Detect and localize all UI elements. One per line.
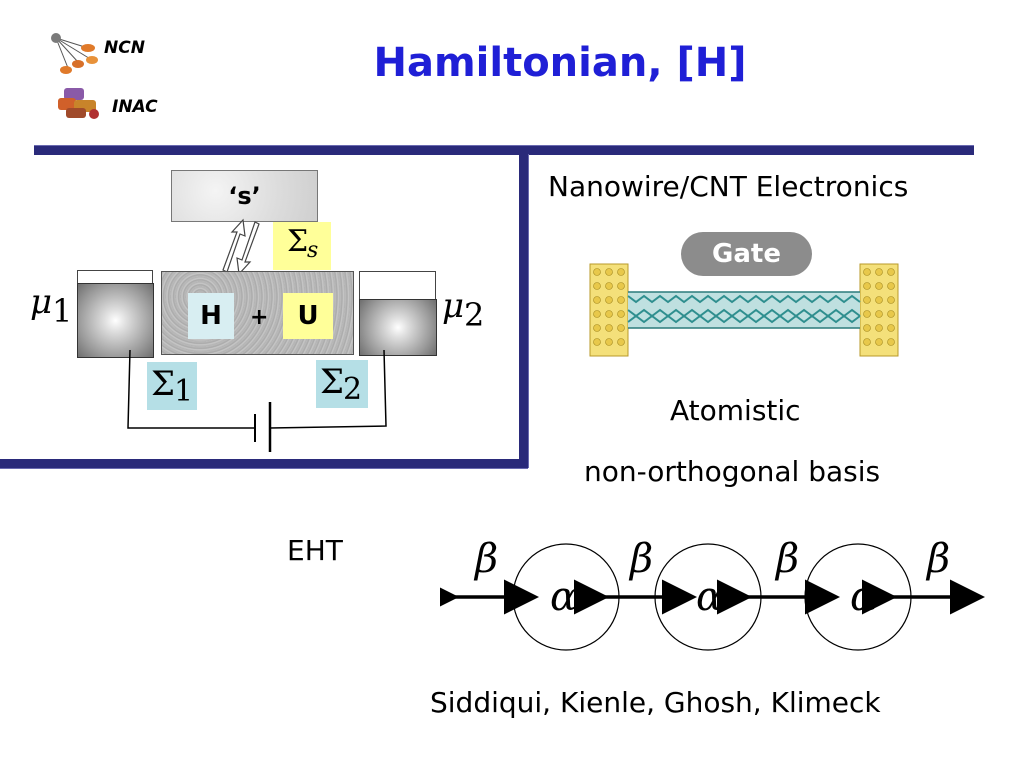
basis-label: non-orthogonal basis: [584, 455, 881, 488]
sigma1-symbol: Σ: [151, 364, 176, 404]
contact1: [77, 283, 154, 358]
alpha-1: α: [550, 574, 578, 620]
contact2: [359, 299, 437, 356]
sigma1-subscript: 1: [174, 374, 194, 409]
s-scattering-box: ‘s’: [171, 170, 318, 222]
mu2-symbol: μ: [442, 286, 465, 326]
contact2-top: [359, 271, 436, 301]
ncn-logo-icon: [51, 33, 98, 74]
sigma1-box: Σ 1: [147, 362, 197, 410]
cnt-illustration: [589, 263, 899, 357]
inac-logo: [54, 84, 104, 122]
gate-pill: Gate: [681, 232, 812, 276]
beta-2: β: [630, 536, 654, 582]
beta-1: β: [475, 536, 499, 582]
ncn-logo: [48, 30, 104, 76]
sigma2-symbol: Σ: [320, 362, 345, 402]
gate-label: Gate: [712, 239, 781, 269]
mu1-symbol: μ: [30, 282, 53, 322]
mu2-subscript: 2: [464, 296, 485, 334]
sigma-s-symbol: Σ: [287, 224, 309, 259]
nanowire-heading: Nanowire/CNT Electronics: [548, 170, 909, 203]
mu1-subscript: 1: [52, 292, 73, 330]
sigma2-box: Σ 2: [316, 360, 368, 408]
atomistic-label: Atomistic: [670, 394, 801, 427]
s-label: ‘s’: [228, 182, 261, 210]
inac-logo-icon: [58, 88, 99, 119]
hamiltonian-box: H: [188, 293, 234, 339]
sigma-s-box: Σ s: [273, 222, 331, 270]
tight-binding-chain: [440, 543, 985, 651]
authors-credit: Siddiqui, Kienle, Ghosh, Klimeck: [430, 686, 881, 719]
plus-sign: +: [250, 305, 269, 330]
u-label: U: [297, 301, 319, 331]
sigma-s-subscript: s: [307, 238, 319, 263]
h-label: H: [200, 301, 222, 331]
eht-label: EHT: [287, 534, 343, 567]
vertical-divider: [519, 154, 529, 468]
exchange-arrows-icon: [222, 218, 260, 274]
circuit-wiring: [127, 349, 387, 452]
inac-logo-label: INAC: [112, 97, 158, 117]
horizontal-divider: [0, 459, 528, 469]
beta-4: β: [927, 536, 951, 582]
alpha-2: α: [696, 574, 724, 620]
alpha-3: α: [850, 574, 878, 620]
top-divider: [34, 145, 974, 155]
sigma2-subscript: 2: [343, 372, 363, 407]
page-title: Hamiltonian, [H]: [373, 40, 747, 86]
ncn-logo-label: NCN: [104, 38, 145, 58]
beta-3: β: [776, 536, 800, 582]
potential-box: U: [283, 293, 333, 339]
